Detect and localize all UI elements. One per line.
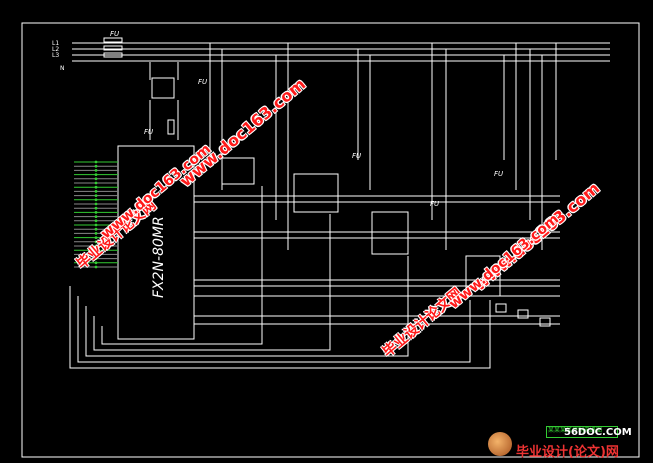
plc-input-contact [94, 190, 98, 193]
control-transformer [149, 62, 179, 140]
plc-input-contact [94, 198, 98, 202]
plc-input-contact [94, 223, 98, 227]
plc-box [117, 145, 195, 340]
plc-input-contact [94, 177, 98, 181]
fuse-branch-label-2: FU [352, 152, 361, 160]
title-block-text: 某某某某控制电路图 [548, 427, 603, 434]
phase-label-n: N [60, 65, 65, 72]
fuse-branch-label-3: FU [430, 200, 439, 208]
plc-input-contact [94, 211, 98, 214]
plc-output-bus [194, 195, 560, 325]
plc-input-contact [94, 240, 98, 244]
fuse-main-label: FU [110, 30, 119, 38]
phase-label-l2: L2 [52, 46, 59, 53]
plc-input-contact [94, 253, 98, 256]
plc-input-contact [94, 169, 98, 172]
plc-input-contact [94, 173, 98, 177]
plc-input-contact [94, 261, 98, 265]
plc-input-contact [94, 248, 98, 252]
plc-input-contact [94, 265, 98, 269]
power-inputs [72, 37, 610, 62]
motor-starters [221, 157, 551, 327]
plc-input-contact [94, 202, 98, 206]
title-block [546, 426, 618, 438]
plc-model-label: FX2N-80MR [151, 216, 167, 298]
plc-input-contact [94, 206, 98, 210]
plc-input-contact [94, 164, 98, 168]
plc-input-contact [94, 232, 98, 235]
return-wires [69, 186, 491, 369]
plc-input-contact [94, 215, 98, 219]
plc-input-contact [94, 257, 98, 260]
phase-labels: L1 L2 L3 N [52, 40, 65, 72]
site-logo-icon [488, 432, 512, 456]
phase-label-l1: L1 [52, 40, 59, 47]
drawing-border [21, 22, 640, 458]
plc-input-contact [94, 227, 98, 231]
branch-feeders [209, 43, 557, 250]
fuse-branch-label-1: FU [198, 78, 207, 86]
site-url: 56DOC.COM [564, 427, 632, 438]
plc-input-contact [94, 181, 98, 185]
fuse-branch-label-4: FU [494, 170, 503, 178]
plc-input-contact [94, 194, 98, 198]
fuse-ctrl-label: FU [144, 128, 153, 136]
plc-input-contact [94, 244, 98, 248]
phase-label-l3: L3 [52, 52, 59, 59]
plc-input-contact [94, 236, 98, 240]
plc-input-contact [94, 160, 98, 164]
plc-input-contact [94, 185, 98, 189]
site-title: 毕业设计(论文)网 [516, 445, 619, 460]
plc-input-contact [94, 219, 98, 223]
plc-input-terminals [74, 160, 118, 269]
branch-fuse-labels: FU FU FU FU [198, 78, 503, 208]
